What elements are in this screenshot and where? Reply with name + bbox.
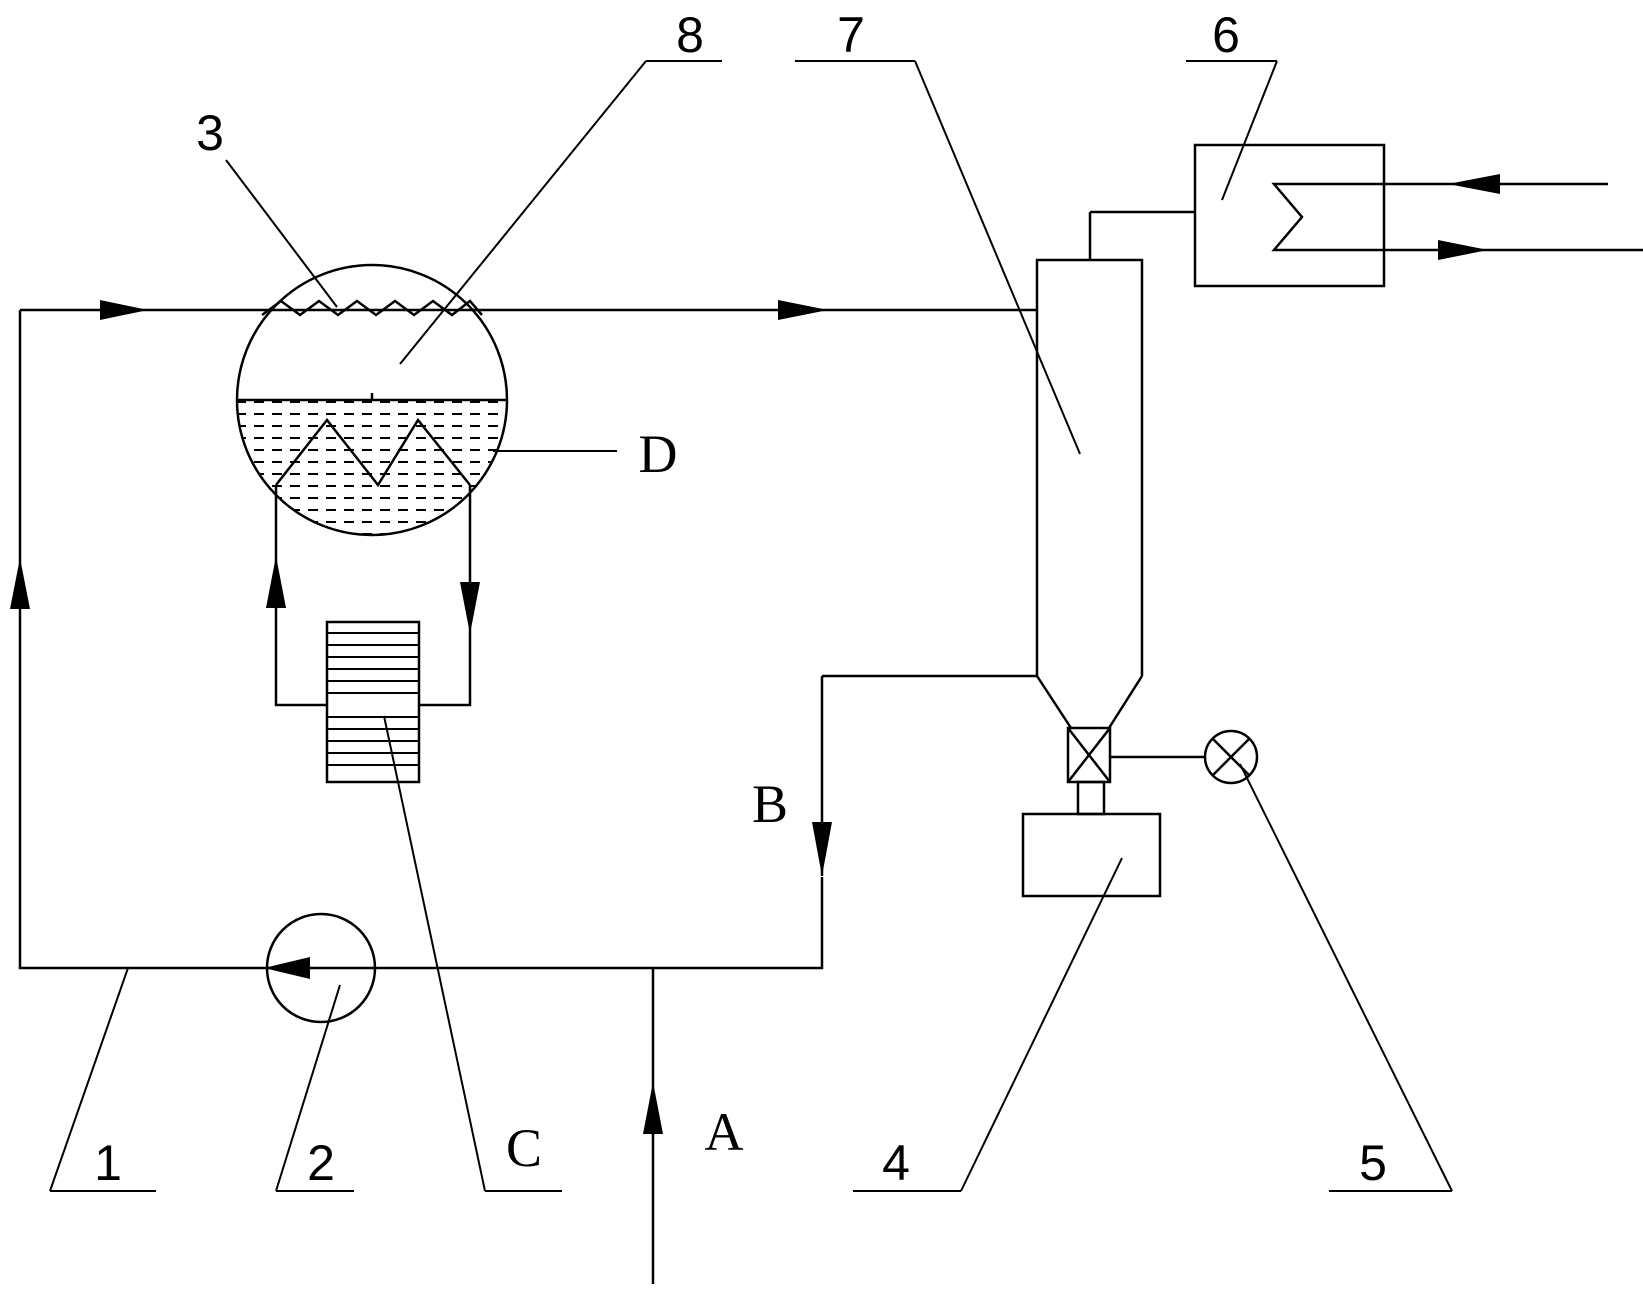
flow-arrows: [10, 174, 1500, 1134]
label-B: B: [752, 774, 788, 834]
label-8: 8: [676, 7, 704, 63]
label-1: 1: [94, 1135, 122, 1191]
label-5: 5: [1359, 1135, 1387, 1191]
arrow-up-icon: [10, 558, 30, 609]
arrow-right-icon: [1438, 240, 1488, 260]
arrow-down-icon: [812, 822, 832, 876]
leader-lines: [49, 60, 1453, 1192]
label-C: C: [506, 1118, 542, 1178]
arrow-right-icon: [778, 300, 828, 320]
arrow-up-icon: [266, 556, 286, 608]
circulation-pipe: [18, 308, 1037, 970]
label-3: 3: [196, 105, 224, 161]
label-4: 4: [882, 1135, 910, 1191]
arrow-left-icon: [264, 957, 310, 979]
arrow-up-icon: [643, 1082, 663, 1134]
condenser: [1193, 143, 1643, 288]
valve-actuator: [1110, 729, 1259, 785]
label-7: 7: [837, 7, 865, 63]
collector-box: [1021, 812, 1162, 898]
discharge-valve: [1066, 726, 1112, 816]
separator-column: [1035, 210, 1195, 729]
drum-vessel: [235, 263, 509, 537]
arrow-right-icon: [100, 300, 148, 320]
labels: 1 2 3 4 5 6 7 8 A B C D: [94, 7, 1387, 1191]
label-D: D: [639, 424, 678, 484]
label-2: 2: [307, 1135, 335, 1191]
arrow-down-icon: [460, 582, 480, 634]
arrow-left-icon: [1448, 174, 1500, 194]
vapor-coil: [261, 299, 483, 317]
label-A: A: [705, 1102, 744, 1162]
label-6: 6: [1212, 7, 1240, 63]
liquid-coil: [275, 417, 471, 488]
